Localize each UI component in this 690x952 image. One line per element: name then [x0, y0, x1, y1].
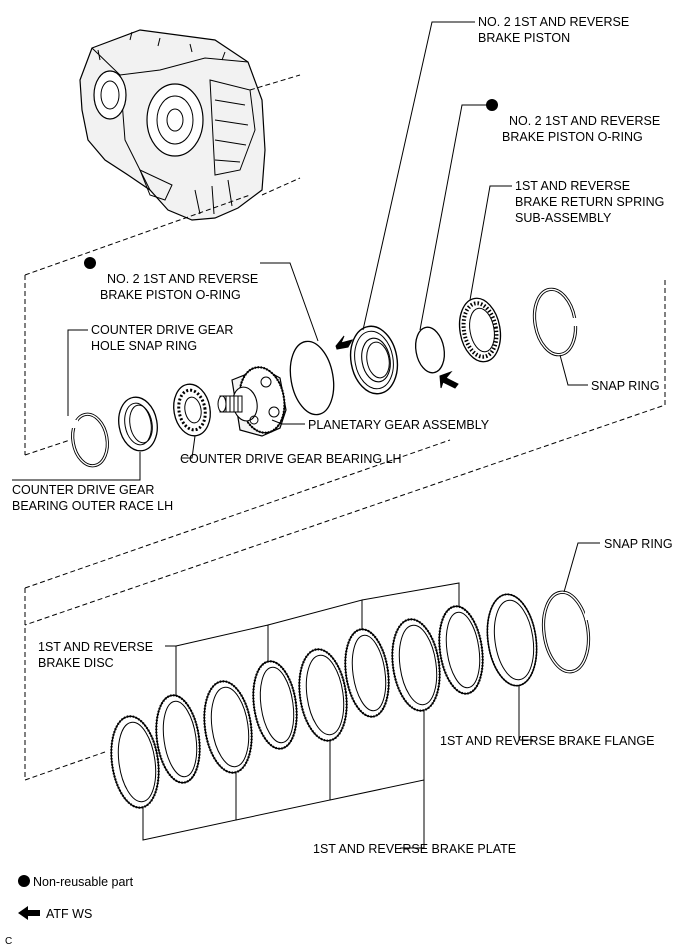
label-piston-oring-upper-text: NO. 2 1ST AND REVERSE BRAKE PISTON O-RIN…: [502, 114, 661, 144]
transaxle-case-illustration: [79, 29, 266, 221]
brake-disc-part: [344, 628, 390, 718]
label-brake-plate: 1ST AND REVERSE BRAKE PLATE: [313, 842, 517, 856]
legend-atf: ATF WS: [46, 907, 93, 921]
figure-id: C: [5, 936, 13, 947]
case-leader-line: [249, 74, 301, 196]
label-brake-flange: 1ST AND REVERSE BRAKE FLANGE: [440, 734, 655, 748]
hole-snap-ring-part: [71, 412, 109, 468]
lower-plates-group: [110, 590, 591, 809]
label-piston-oring-upper: NO. 2 1ST AND REVERSE BRAKE PISTON O-RIN…: [486, 97, 661, 145]
label-outer-race: COUNTER DRIVE GEAR BEARING OUTER RACE LH: [12, 483, 174, 513]
return-spring-part: [458, 297, 502, 363]
label-hole-snap-ring: COUNTER DRIVE GEAR HOLE SNAP RING: [91, 323, 234, 353]
label-snap-ring-upper: SNAP RING: [591, 379, 660, 393]
non-reusable-dot-icon: [486, 99, 498, 111]
non-reusable-dot-icon: [84, 257, 96, 269]
label-planetary-gear: PLANETARY GEAR ASSEMBLY: [308, 418, 490, 432]
label-return-spring: 1ST AND REVERSE BRAKE RETURN SPRING SUB-…: [515, 179, 665, 225]
atf-arrow-icon: [335, 335, 354, 350]
piston-oring-large-part: [289, 340, 335, 416]
piston-oring-small-part: [414, 326, 446, 374]
brake-flange-part: [486, 593, 538, 687]
brake-plate-part: [203, 680, 253, 774]
brake-disc-part: [155, 694, 201, 784]
upper-assembly-outline: [24, 194, 666, 626]
brake-plate-part: [298, 648, 348, 742]
snap-ring-upper-part: [532, 287, 578, 357]
brake-piston-part: [349, 325, 399, 395]
filled-circle-icon: [18, 875, 30, 887]
label-bearing-lh: COUNTER DRIVE GEAR BEARING LH: [180, 452, 402, 466]
lower-leader-lines: [142, 542, 600, 849]
label-piston-oring-left: NO. 2 1ST AND REVERSE BRAKE PISTON O-RIN…: [84, 255, 259, 303]
brake-plate-part: [110, 715, 160, 809]
outer-race-part: [118, 396, 158, 452]
label-brake-piston: NO. 2 1ST AND REVERSE BRAKE PISTON: [478, 15, 630, 45]
upper-leader-lines: [12, 21, 588, 481]
atf-arrow-icon: [439, 370, 459, 389]
label-brake-disc: 1ST AND REVERSE BRAKE DISC: [38, 640, 154, 670]
label-snap-ring-lower: SNAP RING: [604, 537, 673, 551]
brake-plate-part: [391, 618, 441, 712]
legend-non-reusable: Non-reusable part: [18, 874, 133, 890]
snap-ring-lower-part: [541, 590, 591, 674]
label-piston-oring-left-text: NO. 2 1ST AND REVERSE BRAKE PISTON O-RIN…: [100, 272, 259, 302]
legend-non-reusable-text: Non-reusable part: [33, 875, 134, 889]
bearing-lh-part: [173, 383, 211, 437]
brake-disc-part: [438, 605, 484, 695]
lower-assembly-outline: [24, 439, 451, 781]
legend-atf-arrow-icon: [18, 906, 40, 920]
planetary-gear-part: [217, 366, 287, 437]
brake-disc-part: [252, 660, 298, 750]
